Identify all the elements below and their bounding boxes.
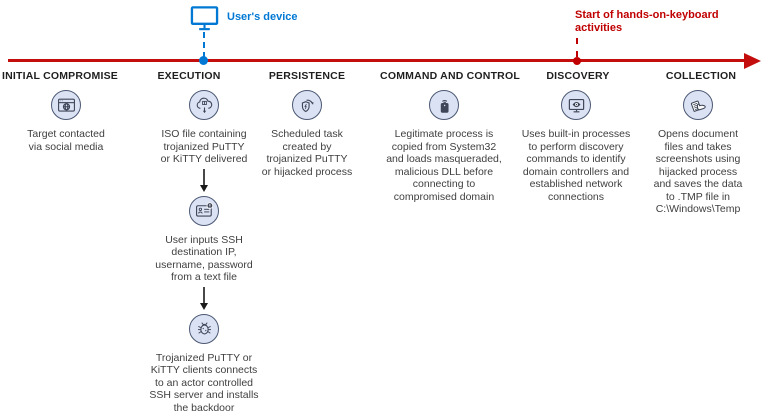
step-description: Opens document files and takes screensho… [653, 128, 743, 215]
stage-column-initial-compromise: Target contacted via social media [6, 90, 126, 153]
stage-label-collection: COLLECTION [665, 70, 737, 82]
stage-label-discovery: DISCOVERY [546, 70, 610, 82]
stage-label-command-and-control: COMMAND AND CONTROL [380, 70, 520, 82]
down-arrow-icon [200, 168, 208, 192]
device-wifi-icon [429, 90, 459, 120]
hands-on-keyboard-label: Start of hands-on-keyboard activities [575, 9, 719, 34]
user-device-connector [202, 32, 205, 58]
step-description: Uses built-in processes to perform disco… [521, 128, 631, 203]
bug-icon [189, 313, 219, 344]
user-device-label: User's device [227, 11, 298, 23]
timeline-line [8, 59, 746, 62]
stage-label-initial-compromise: INITIAL COMPROMISE [2, 70, 118, 82]
stage-column-command-and-control: Legitimate process is copied from System… [369, 90, 519, 203]
step-description: User inputs SSH destination IP, username… [155, 233, 253, 284]
timeline-arrowhead-icon [744, 52, 761, 69]
monitor-eye-icon [561, 90, 591, 120]
step-description: Legitimate process is copied from System… [386, 128, 502, 203]
monitor-icon [190, 5, 219, 37]
stage-label-execution: EXECUTION [157, 70, 221, 82]
stage-column-execution: ISO file containing trojanized PuTTY or … [134, 90, 274, 414]
down-arrow-icon [200, 286, 208, 310]
stage-column-persistence: Scheduled task created by trojanized PuT… [242, 90, 372, 178]
stage-column-discovery: Uses built-in processes to perform disco… [496, 90, 656, 203]
step-description: ISO file containing trojanized PuTTY or … [160, 128, 248, 165]
user-device-timeline-dot [199, 56, 208, 65]
hands-on-keyboard-connector [576, 38, 578, 57]
step-description: Target contacted via social media [27, 128, 105, 153]
browser-globe-icon [51, 90, 81, 120]
shield-refresh-icon [292, 90, 322, 120]
step-description: Trojanized PuTTY or KiTTY clients connec… [149, 351, 259, 414]
stage-column-collection: Opens document files and takes screensho… [638, 90, 758, 216]
id-card-alert-icon [189, 195, 219, 226]
step-description: Scheduled task created by trojanized PuT… [261, 128, 353, 178]
cloud-download-icon [189, 90, 219, 120]
hand-documents-icon [683, 90, 713, 120]
stage-label-persistence: PERSISTENCE [268, 70, 346, 82]
hands-on-keyboard-timeline-dot [573, 57, 581, 65]
